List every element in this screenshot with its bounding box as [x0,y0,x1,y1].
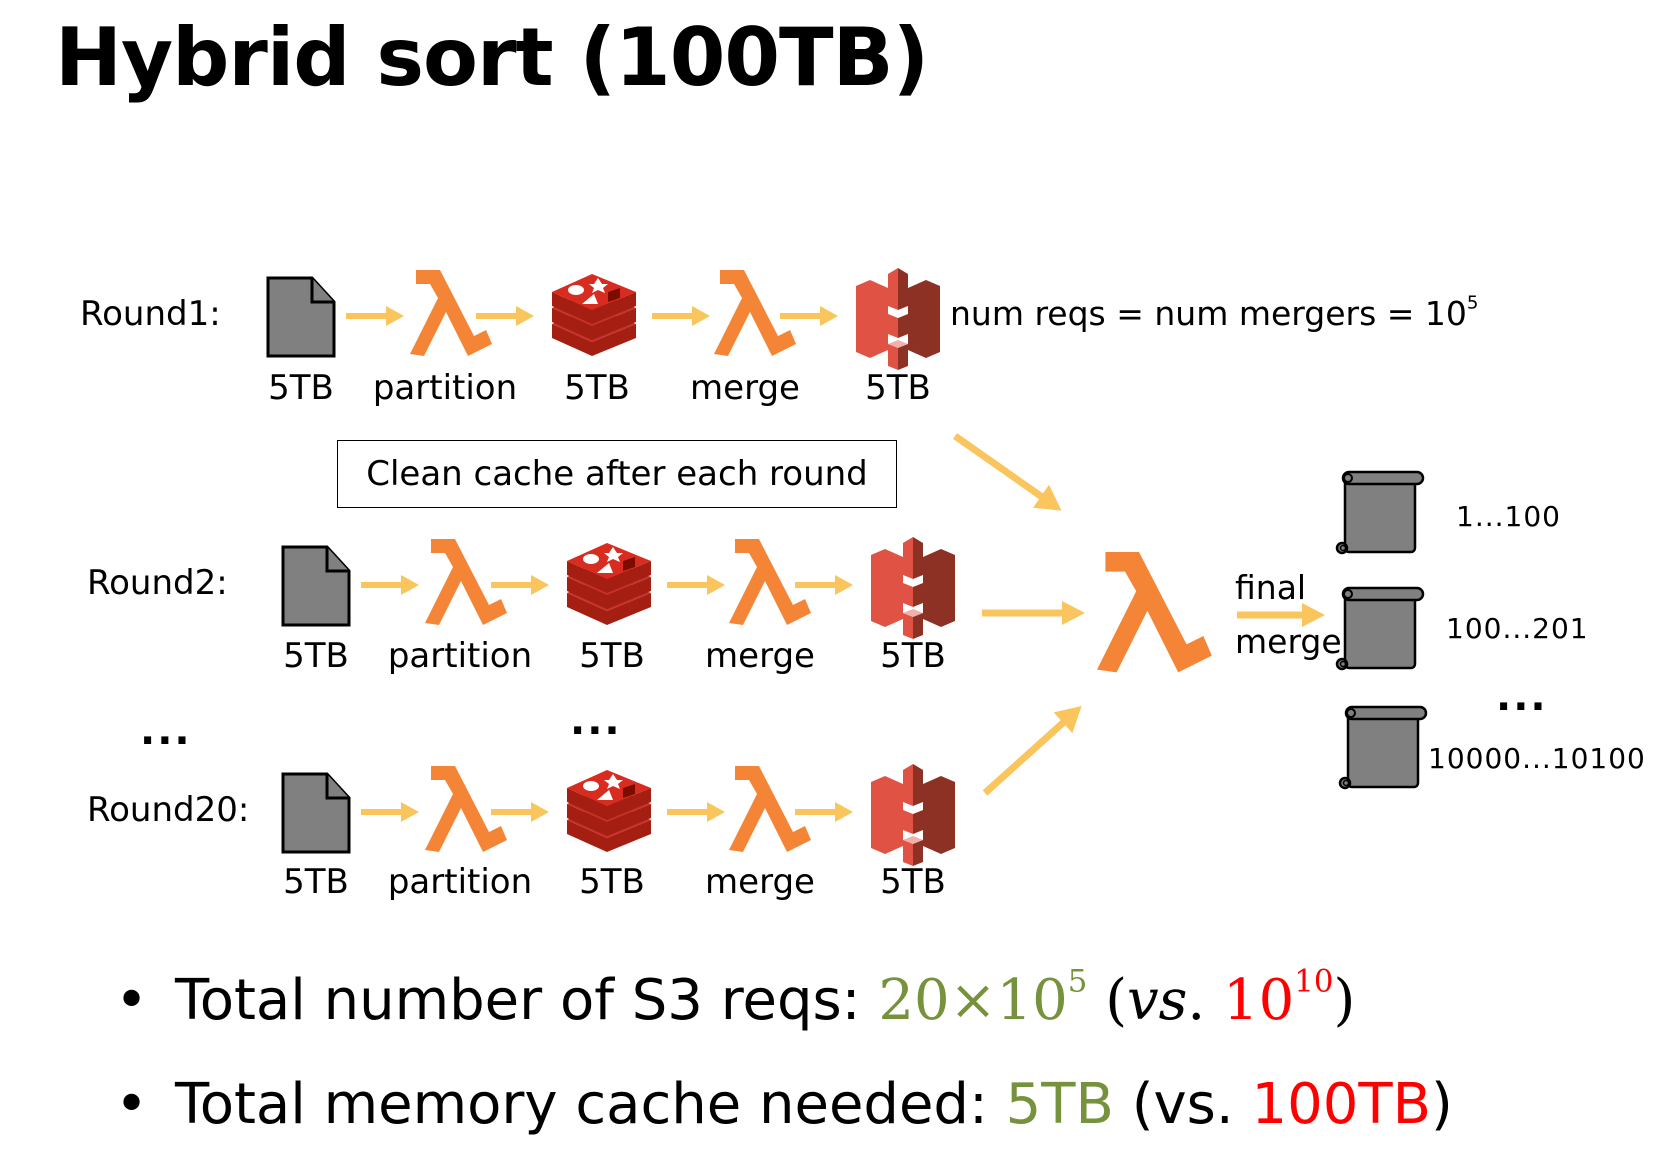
hybrid-reqs-value: 20×105 [878,966,1087,1033]
rounds-ellipsis-middle: ... [570,698,622,744]
output-range-3: 10000...10100 [1428,742,1646,775]
output-size-label: 5TB [880,862,946,902]
merge-label: merge [705,862,815,902]
input-size-label: 5TB [283,862,349,902]
output-range-2: 100...201 [1446,612,1589,645]
rounds-ellipsis-left: ... [140,708,192,754]
vs-text: (vs. [1113,1072,1252,1137]
bullet-text: Total memory cache needed: [175,1072,1006,1137]
partition-label: partition [387,636,533,676]
arrow-icon [1237,603,1325,627]
output-ellipsis: ... [1496,674,1548,720]
baseline-reqs-exp: 10 [1294,963,1334,1000]
arrow-icon [952,433,1062,511]
merge-label: merge [690,368,800,408]
scroll-icon [1335,586,1425,671]
final-merge-label-1: final [1235,568,1307,607]
paren-close: ) [1430,1072,1453,1137]
annotation-text: num reqs = num mergers = 10 [950,294,1467,333]
bullet-memory-cache: • Total memory cache needed: 5TB (vs. 100… [115,1072,1453,1137]
input-size-label: 5TB [268,368,334,408]
final-merge-lambda-icon [1097,552,1212,673]
paren-close: ) [1333,968,1356,1033]
bullet-s3-requests: • Total number of S3 reqs: 20×105 (vs. 10… [115,966,1356,1033]
scroll-icon [1335,470,1425,555]
input-size-label: 5TB [283,636,349,676]
scroll-icon [1338,705,1428,790]
cache-size-label: 5TB [579,636,645,676]
bullet-text: Total number of S3 reqs: [175,968,879,1033]
cache-size-label: 5TB [579,862,645,902]
output-range-1: 1...100 [1456,500,1561,533]
output-size-label: 5TB [880,636,946,676]
output-size-label: 5TB [865,368,931,408]
arrow-icon [982,601,1085,625]
annotation-exponent: 5 [1466,292,1479,314]
partition-label: partition [387,862,533,902]
vs-dot: . [1187,968,1224,1033]
hybrid-cache-value: 5TB [1005,1072,1114,1137]
bullet-dot: • [115,968,149,1033]
baseline-reqs-base: 10 [1223,968,1295,1033]
final-merge-label-2: merge [1235,622,1342,661]
num-reqs-annotation: num reqs = num mergers = 105 [950,294,1478,333]
baseline-reqs-value: 1010 [1223,966,1333,1033]
round-label: Round1: [80,294,221,334]
merge-label: merge [705,636,815,676]
cache-size-label: 5TB [564,368,630,408]
hybrid-reqs-exp: 5 [1067,963,1088,1000]
arrow-icon [982,706,1082,796]
vs-text: vs [1127,968,1188,1033]
page-title: Hybrid sort (100TB) [55,11,929,104]
round-label: Round20: [87,790,250,830]
paren-open: ( [1087,968,1128,1033]
baseline-cache-value: 100TB [1251,1072,1431,1137]
partition-label: partition [372,368,518,408]
hybrid-reqs-base: 20×10 [878,968,1068,1033]
clean-cache-note: Clean cache after each round [337,440,897,508]
round-label: Round2: [87,563,228,603]
bullet-dot: • [115,1072,149,1137]
